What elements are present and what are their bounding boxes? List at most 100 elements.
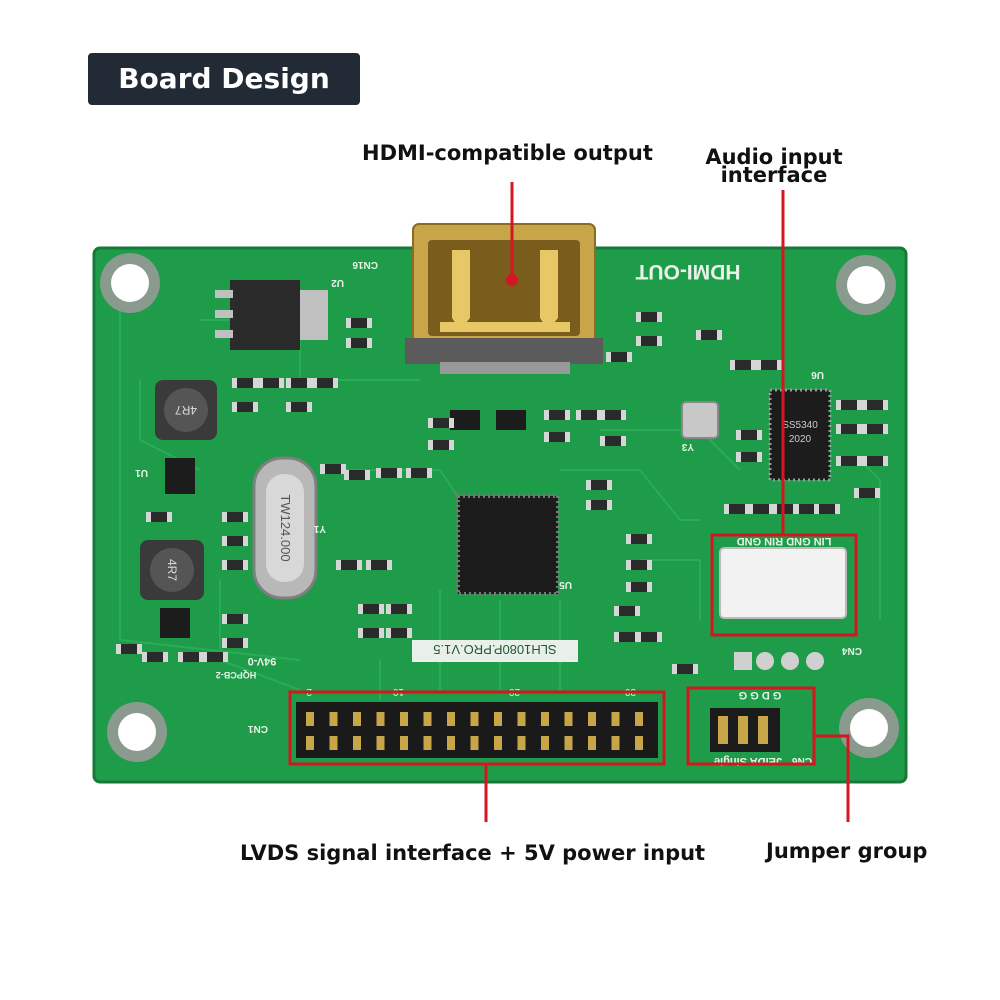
lvds-pin xyxy=(470,712,479,726)
smd-component xyxy=(116,644,142,654)
silk-cn6: CN6 xyxy=(792,755,812,766)
silk-pcb: HQPCB-2 xyxy=(216,670,257,680)
silk-u1: U1 xyxy=(135,467,148,478)
smd-component xyxy=(636,632,662,642)
smd-component xyxy=(202,652,228,662)
inductor-marking-top: 4R7 xyxy=(175,403,197,417)
lvds-pin xyxy=(353,712,361,726)
crystal-marking: TW124.000 xyxy=(278,494,293,561)
smd-component xyxy=(614,606,640,616)
smd-component xyxy=(232,378,258,388)
smd-component xyxy=(636,336,662,346)
smd-component xyxy=(672,664,698,674)
lvds-pin xyxy=(564,712,573,726)
lvds-pin xyxy=(376,736,385,750)
lvds-pin xyxy=(517,712,526,726)
smd-component xyxy=(600,436,626,446)
mount-hole-top-left xyxy=(100,253,160,313)
lvds-pin xyxy=(635,712,643,726)
silk-u2: U2 xyxy=(331,277,344,288)
smd-component xyxy=(386,628,412,638)
lvds-pin xyxy=(447,736,455,750)
smd-component xyxy=(862,400,888,410)
smd-component xyxy=(386,604,412,614)
audio-connector xyxy=(719,547,847,619)
lvds-pin xyxy=(306,712,314,726)
smd-component xyxy=(836,400,862,410)
smd-component xyxy=(286,402,312,412)
mount-hole-bottom-right xyxy=(839,698,899,758)
smd-component xyxy=(626,582,652,592)
hdmi-connector xyxy=(405,223,603,374)
silk-audio-pins: LIN GND RIN GND xyxy=(737,535,832,547)
smd-passives xyxy=(116,312,888,674)
inductor-top xyxy=(155,380,217,440)
smd-component xyxy=(756,360,782,370)
audio-chip-u6 xyxy=(768,388,832,482)
lvds-pin xyxy=(329,712,338,726)
smd-component xyxy=(336,560,362,570)
smd-component xyxy=(576,410,602,420)
smd-component xyxy=(428,418,454,428)
smd-component xyxy=(544,410,570,420)
smd-component xyxy=(222,536,248,546)
callout-jumper-label: Jumper group xyxy=(766,839,928,863)
transistor-1 xyxy=(450,410,480,430)
smd-component xyxy=(748,504,774,514)
silk-rev: 94V-0 xyxy=(248,655,277,667)
smd-component xyxy=(346,338,372,348)
smd-component xyxy=(600,410,626,420)
smd-component xyxy=(258,378,284,388)
smd-component xyxy=(606,352,632,362)
title-badge: Board Design xyxy=(88,53,360,105)
smd-component xyxy=(346,318,372,328)
smd-component xyxy=(142,652,168,662)
smd-component xyxy=(366,560,392,570)
lvds-pin xyxy=(306,736,314,750)
lvds-pin xyxy=(541,712,549,726)
lvds-pin xyxy=(400,736,408,750)
transistor-2 xyxy=(496,410,526,430)
lvds-pin xyxy=(353,736,361,750)
smd-component xyxy=(222,560,248,570)
audio-chip-marking: SS5340 xyxy=(782,420,818,431)
smd-component xyxy=(854,488,880,498)
lvds-pin xyxy=(329,736,338,750)
model-label-box xyxy=(412,640,578,662)
lvds-pin xyxy=(588,712,596,726)
lvds-pins xyxy=(306,712,643,750)
mount-hole-bottom-left xyxy=(107,702,167,762)
lvds-pin xyxy=(541,736,549,750)
mount-hole-top-right xyxy=(836,255,896,315)
smd-component xyxy=(376,468,402,478)
smd-component xyxy=(696,330,722,340)
audio-chip-year: 2020 xyxy=(789,434,812,445)
smd-component xyxy=(146,512,172,522)
smd-component xyxy=(836,424,862,434)
silk-cn1: CN1 xyxy=(248,723,268,734)
silk-jumper-pins: G D G G xyxy=(739,689,782,701)
crystal-y3 xyxy=(681,401,719,439)
smd-component xyxy=(586,480,612,490)
smd-component xyxy=(286,378,312,388)
main-chip-u5 xyxy=(456,494,560,596)
smd-component xyxy=(344,470,370,480)
smd-component xyxy=(222,512,248,522)
ic-u1 xyxy=(165,458,195,494)
smd-component xyxy=(232,402,258,412)
smd-component xyxy=(222,614,248,624)
silk-y3: Y3 xyxy=(681,441,694,452)
smd-component xyxy=(626,534,652,544)
lvds-pin xyxy=(376,712,385,726)
crystal-y1 xyxy=(252,456,318,600)
lvds-pin xyxy=(447,712,455,726)
inductor-marking-bottom: 4R7 xyxy=(165,559,179,581)
lvds-pin xyxy=(588,736,596,750)
silk-u6: U6 xyxy=(811,369,824,380)
cn4-pads xyxy=(734,652,824,670)
smd-component xyxy=(586,500,612,510)
hdmi-pointer-dot xyxy=(506,274,518,286)
callout-lvds-label: LVDS signal interface + 5V power input xyxy=(240,841,706,865)
silk-cn4: CN4 xyxy=(842,645,862,656)
